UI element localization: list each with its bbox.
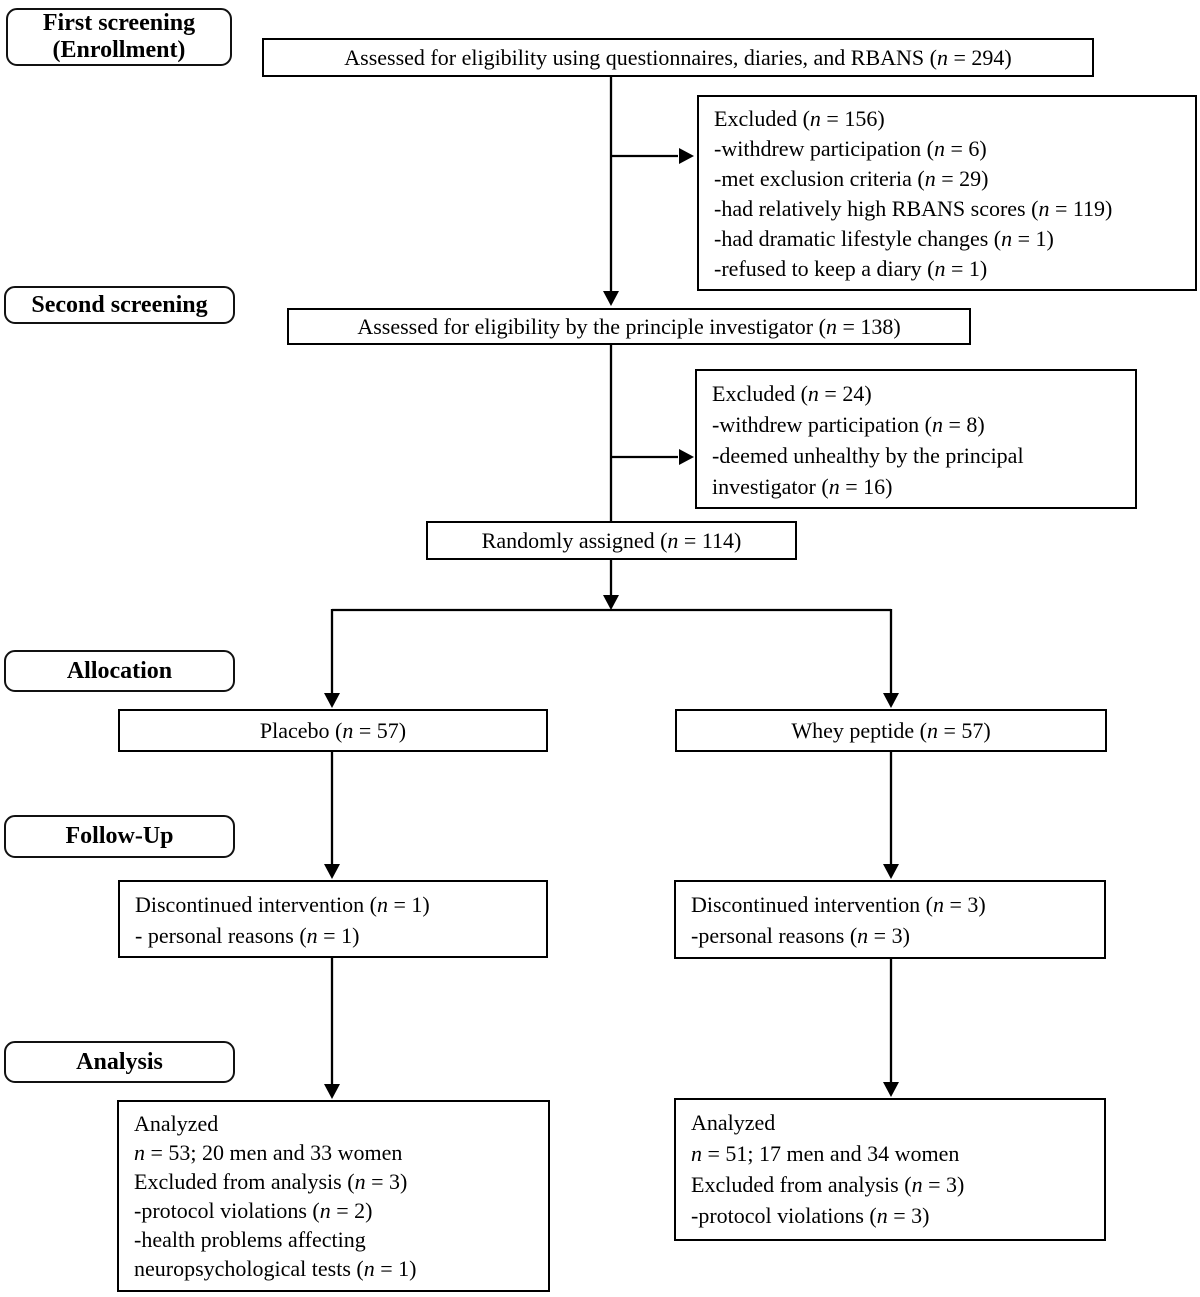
box-placebo-arm-text: Placebo (n = 57) (259, 717, 407, 743)
arrowhead-into-assessed2 (603, 291, 619, 306)
box-discontinued-whey: Discontinued intervention (n = 3) -perso… (674, 880, 1106, 959)
box-whey-peptide-arm: Whey peptide (n = 57) (675, 709, 1107, 752)
analyzed-whey-line: n = 51; 17 men and 34 women (691, 1141, 960, 1166)
excluded-first-line: -withdrew participation (n = 6) (714, 136, 987, 161)
excluded-second-line: -withdrew participation (n = 8) (712, 412, 985, 437)
stage-label-follow-up-text: Follow-Up (65, 823, 174, 849)
box-whey-peptide-arm-text: Whey peptide (n = 57) (791, 717, 991, 743)
analyzed-whey-line: Analyzed (691, 1110, 776, 1135)
stage-label-analysis-text: Analysis (76, 1048, 163, 1075)
stage-label-follow-up: Follow-Up (4, 815, 235, 858)
box-analyzed-placebo: Analyzed n = 53; 20 men and 33 women Exc… (117, 1100, 550, 1292)
excluded-second-line: -deemed unhealthy by the principal inves… (712, 443, 1024, 499)
arrowhead-into-discontinued-placebo (324, 864, 340, 879)
arrowhead-into-placebo (324, 693, 340, 708)
stage-label-first-screening-line1: First screening (42, 10, 196, 36)
stage-label-analysis: Analysis (4, 1041, 235, 1083)
box-assessed-first-screening: Assessed for eligibility using questionn… (262, 38, 1094, 77)
stage-label-second-screening-text: Second screening (31, 291, 208, 318)
analyzed-placebo-line: -health problems affecting neuropsycholo… (134, 1227, 417, 1281)
arrowhead-into-analyzed-whey (883, 1082, 899, 1097)
discontinued-whey-line: Discontinued intervention (n = 3) (691, 892, 986, 917)
box-randomly-assigned: Randomly assigned (n = 114) (426, 521, 797, 560)
stage-label-allocation-text: Allocation (66, 657, 173, 684)
analyzed-whey-line: Excluded from analysis (n = 3) (691, 1172, 965, 1197)
arrowhead-into-excluded2 (679, 449, 694, 465)
box-randomly-assigned-text: Randomly assigned (n = 114) (481, 527, 742, 553)
excluded-first-line: -met exclusion criteria (n = 29) (714, 166, 989, 191)
arrowhead-into-excluded1 (679, 148, 694, 164)
arrowhead-onto-branchbar (603, 595, 619, 610)
arrowhead-into-whey (883, 693, 899, 708)
box-discontinued-placebo: Discontinued intervention (n = 1) - pers… (118, 880, 548, 958)
arrowhead-into-discontinued-whey (883, 864, 899, 879)
box-assessed-second-screening: Assessed for eligibility by the principl… (287, 308, 971, 345)
box-assessed-first-screening-text: Assessed for eligibility using questionn… (344, 44, 1012, 70)
stage-label-first-screening: First screening (Enrollment) (6, 8, 232, 66)
discontinued-placebo-line: Discontinued intervention (n = 1) (135, 892, 430, 917)
analyzed-placebo-line: -protocol violations (n = 2) (134, 1198, 373, 1223)
discontinued-whey-line: -personal reasons (n = 3) (691, 923, 910, 948)
discontinued-placebo-line: - personal reasons (n = 1) (135, 923, 360, 948)
box-placebo-arm: Placebo (n = 57) (118, 709, 548, 752)
analyzed-placebo-line: Analyzed (134, 1111, 219, 1136)
box-assessed-second-screening-text: Assessed for eligibility by the principl… (357, 313, 901, 339)
arrowhead-into-analyzed-placebo (324, 1084, 340, 1099)
excluded-first-line: -had dramatic lifestyle changes (n = 1) (714, 226, 1054, 251)
stage-label-second-screening: Second screening (4, 286, 235, 324)
box-excluded-first-screening: Excluded (n = 156) -withdrew participati… (697, 95, 1197, 291)
analyzed-placebo-line: Excluded from analysis (n = 3) (134, 1169, 408, 1194)
excluded-first-line: -had relatively high RBANS scores (n = 1… (714, 196, 1113, 221)
excluded-first-line: Excluded (n = 156) (714, 106, 885, 131)
excluded-second-line: Excluded (n = 24) (712, 381, 872, 406)
stage-label-allocation: Allocation (4, 650, 235, 692)
analyzed-placebo-line: n = 53; 20 men and 33 women (134, 1140, 403, 1165)
box-excluded-second-screening: Excluded (n = 24) -withdrew participatio… (695, 369, 1137, 509)
analyzed-whey-line: -protocol violations (n = 3) (691, 1203, 930, 1228)
excluded-first-line: -refused to keep a diary (n = 1) (714, 256, 988, 281)
box-analyzed-whey: Analyzed n = 51; 17 men and 34 women Exc… (674, 1098, 1106, 1241)
stage-label-first-screening-line2: (Enrollment) (52, 37, 186, 63)
